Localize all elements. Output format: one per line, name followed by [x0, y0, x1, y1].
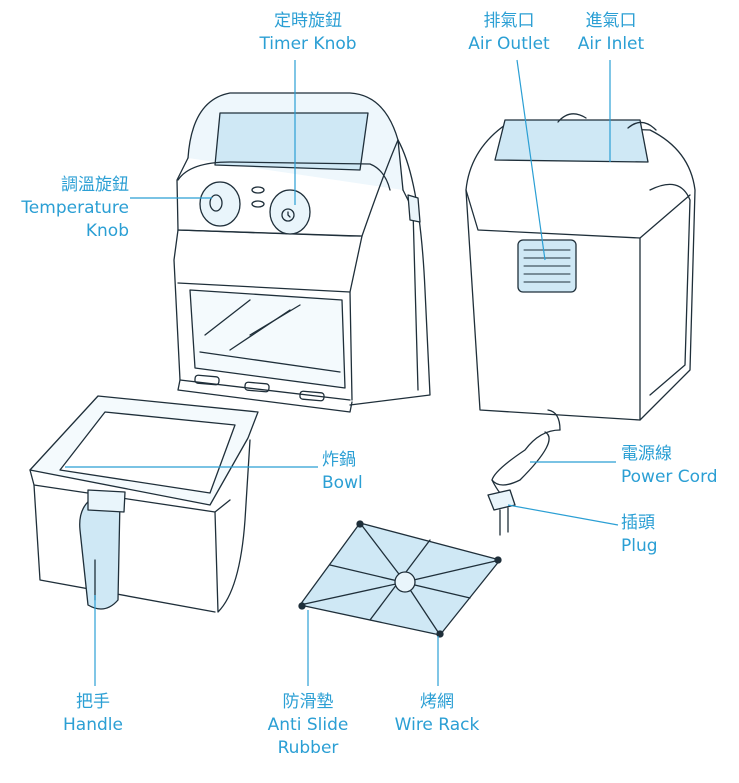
label-temperature-knob-zh: 調溫旋鈕 — [61, 175, 129, 195]
leader-plug — [507, 504, 619, 526]
wire-rack — [298, 520, 502, 638]
label-air-inlet: 進氣口 Air Inlet — [578, 10, 644, 56]
label-bowl: 炸鍋 Bowl — [322, 449, 363, 495]
leader-lines — [65, 59, 619, 686]
label-handle-en: Handle — [63, 715, 123, 735]
label-anti-slide-rubber-en-line1: Anti Slide — [267, 715, 349, 735]
label-anti-slide-rubber-zh: 防滑墊 — [282, 692, 334, 712]
label-air-outlet-en: Air Outlet — [468, 34, 550, 54]
label-plug: 插頭 Plug — [621, 512, 658, 558]
label-power-cord-en: Power Cord — [621, 467, 718, 487]
fryer-rear-view — [465, 113, 696, 536]
label-air-inlet-en: Air Inlet — [577, 34, 645, 54]
label-timer-knob-en: Timer Knob — [259, 34, 357, 54]
leader-air-outlet — [516, 59, 546, 261]
label-handle: 把手 Handle — [63, 691, 123, 737]
label-plug-en: Plug — [621, 536, 658, 556]
label-anti-slide-rubber: 防滑墊 Anti Slide Rubber — [268, 691, 349, 760]
fryer-front-view — [173, 92, 431, 413]
label-bowl-en: Bowl — [322, 473, 363, 493]
label-plug-zh: 插頭 — [621, 513, 655, 533]
label-air-outlet-zh: 排氣口 — [483, 11, 535, 31]
label-temperature-knob: 調溫旋鈕 Temperature Knob — [21, 174, 129, 243]
label-bowl-zh: 炸鍋 — [322, 450, 356, 470]
label-air-outlet: 排氣口 Air Outlet — [468, 10, 549, 56]
label-handle-zh: 把手 — [75, 692, 110, 712]
label-temperature-knob-en-line2: Knob — [85, 221, 129, 241]
fryer-bowl — [29, 395, 259, 613]
label-wire-rack-en: Wire Rack — [394, 715, 480, 735]
label-timer-knob: 定時旋鈕 Timer Knob — [259, 10, 356, 56]
label-power-cord-zh: 電源線 — [621, 444, 672, 464]
label-temperature-knob-en-line1: Temperature — [21, 198, 129, 218]
label-wire-rack-zh: 烤網 — [420, 692, 454, 712]
label-air-inlet-zh: 進氣口 — [585, 11, 637, 31]
label-wire-rack: 烤網 Wire Rack — [395, 691, 480, 737]
label-power-cord: 電源線 Power Cord — [621, 443, 718, 489]
label-timer-knob-zh: 定時旋鈕 — [274, 11, 342, 31]
label-anti-slide-rubber-en-line2: Rubber — [277, 738, 339, 758]
